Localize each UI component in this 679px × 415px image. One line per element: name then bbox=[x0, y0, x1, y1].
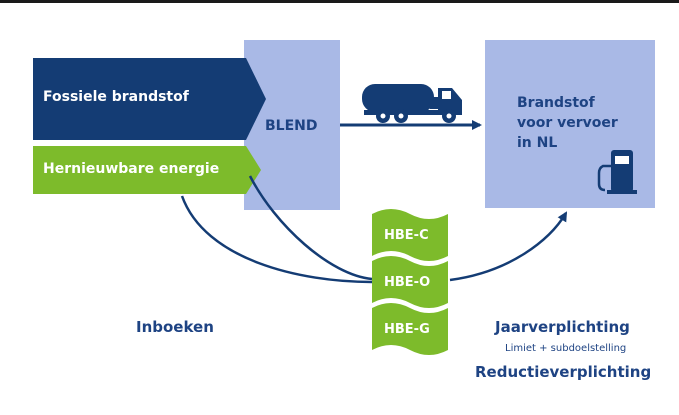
destination-line-1: Brandstof bbox=[517, 95, 595, 111]
destination-line-3: in NL bbox=[517, 135, 558, 151]
tanker-truck-icon bbox=[362, 84, 462, 123]
fossil-label: Fossiele brandstof bbox=[43, 89, 189, 105]
reductie-label: Reductieverplichting bbox=[475, 363, 652, 381]
obligation-curve bbox=[449, 211, 568, 282]
blend-label: BLEND bbox=[265, 118, 318, 134]
renewable-label: Hernieuwbare energie bbox=[43, 161, 220, 177]
top-rule bbox=[0, 0, 679, 3]
inboeken-curve-inner bbox=[248, 175, 373, 281]
jaarverplichting-label: Jaarverplichting bbox=[495, 318, 630, 336]
inboeken-curve-outer bbox=[180, 195, 373, 284]
fuel-pump-icon bbox=[597, 150, 637, 194]
blend-box bbox=[244, 40, 340, 210]
certificate-label-hbe-c: HBE-C bbox=[384, 228, 429, 243]
renewable-arrow bbox=[33, 146, 261, 194]
certificate-label-hbe-g: HBE-G bbox=[384, 322, 430, 337]
certificate-flag-hbe-c bbox=[372, 209, 448, 261]
destination-line-2: voor vervoer bbox=[517, 115, 618, 131]
certificate-label-hbe-o: HBE-O bbox=[384, 275, 431, 290]
fossil-arrow bbox=[33, 58, 266, 140]
certificate-stack bbox=[372, 209, 448, 355]
certificate-flag-hbe-o bbox=[372, 256, 448, 308]
inboeken-label: Inboeken bbox=[136, 318, 214, 336]
certificate-flag-hbe-g bbox=[372, 303, 448, 355]
limiet-label: Limiet + subdoelstelling bbox=[505, 343, 627, 354]
